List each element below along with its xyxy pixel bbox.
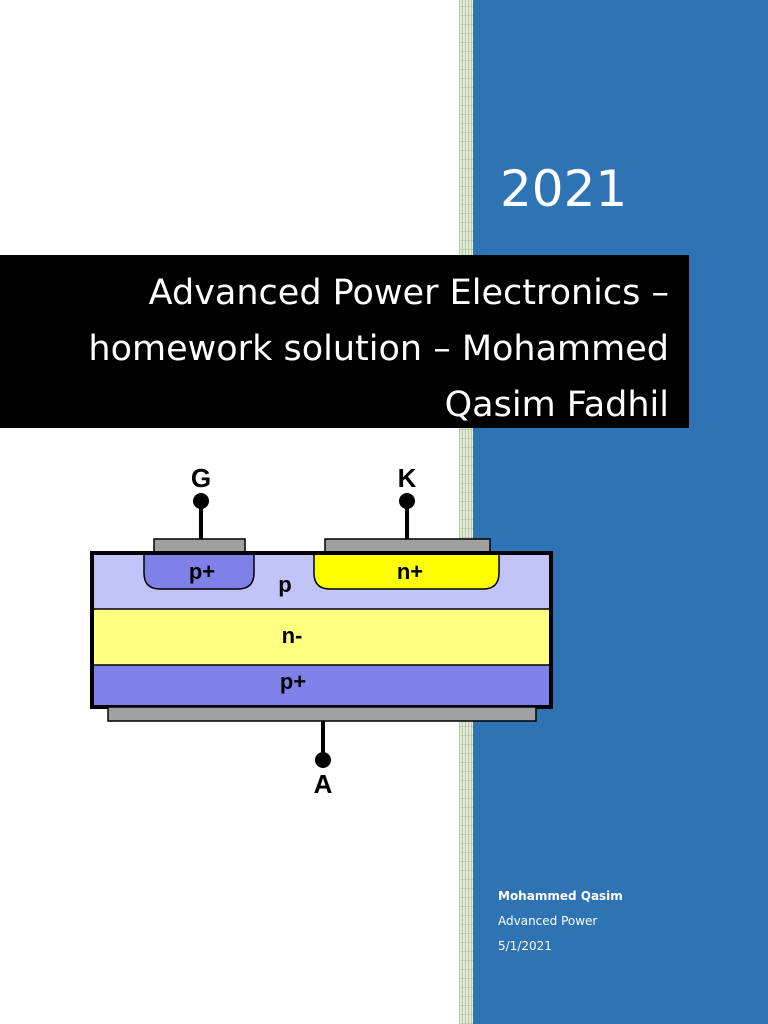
cathode-contact [324,538,491,554]
gate-contact [153,538,246,554]
document-meta: Mohammed Qasim Advanced Power 5/1/2021 [498,884,623,959]
cathode-n-plus-label: n+ [397,559,423,584]
p-plus-substrate-label: p+ [280,669,306,694]
anode-contact [107,706,537,722]
cathode-terminal-dot [399,493,415,509]
thyristor-cross-section-diagram: G K A p+ n+ p n- p+ [90,463,553,799]
n-minus-layer [92,609,551,665]
cover-year: 2021 [500,160,628,218]
cover-sidebar [473,0,768,1024]
meta-course: Advanced Power [498,914,598,928]
gate-label: G [191,463,211,493]
cathode-n-plus-well [313,552,500,590]
gate-terminal-dot [193,493,209,509]
anode-terminal-dot [315,752,331,768]
title-banner: Advanced Power Electronics – homework so… [0,255,689,428]
document-title: Advanced Power Electronics – homework so… [88,273,669,425]
n-minus-label: n- [282,623,303,648]
gate-p-plus-well [143,552,255,590]
p-layer-label: p [278,572,291,597]
meta-date: 5/1/2021 [498,939,552,953]
anode-label: A [314,769,333,799]
meta-author: Mohammed Qasim [498,889,623,903]
p-plus-substrate [92,665,551,707]
gate-p-plus-label: p+ [189,559,215,584]
cathode-label: K [398,463,417,493]
